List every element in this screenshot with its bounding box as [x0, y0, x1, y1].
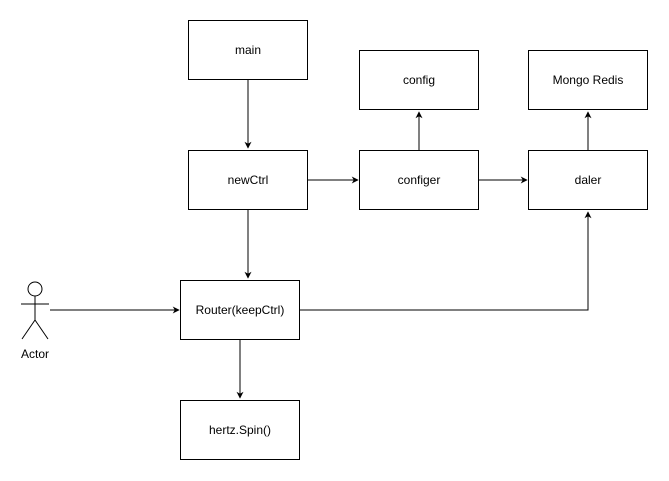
node-main-label: main [234, 43, 261, 57]
node-config-label: config [402, 73, 436, 87]
node-configer-label: configer [397, 173, 441, 187]
actor-leg-left [21, 319, 36, 340]
actor-head [27, 281, 43, 297]
node-mongo-redis-label: Mongo Redis [552, 73, 624, 87]
node-configer[interactable]: configer [359, 150, 479, 210]
actor-leg-right [34, 319, 49, 340]
actor-label: Actor [20, 347, 49, 361]
node-hertz-spin[interactable]: hertz.Spin() [180, 400, 300, 460]
node-router[interactable]: Router(keepCtrl) [180, 280, 300, 340]
actor-figure[interactable] [21, 281, 49, 340]
node-mongo-redis[interactable]: Mongo Redis [528, 50, 648, 110]
node-daler[interactable]: daler [528, 150, 648, 210]
edge-router-to-daler [300, 211, 592, 311]
node-main[interactable]: main [188, 20, 308, 80]
node-daler-label: daler [574, 173, 602, 187]
node-config[interactable]: config [359, 50, 479, 110]
node-newctrl-label: newCtrl [227, 173, 269, 187]
node-newctrl[interactable]: newCtrl [188, 150, 308, 210]
node-hertz-spin-label: hertz.Spin() [208, 423, 272, 437]
node-router-label: Router(keepCtrl) [195, 303, 285, 317]
